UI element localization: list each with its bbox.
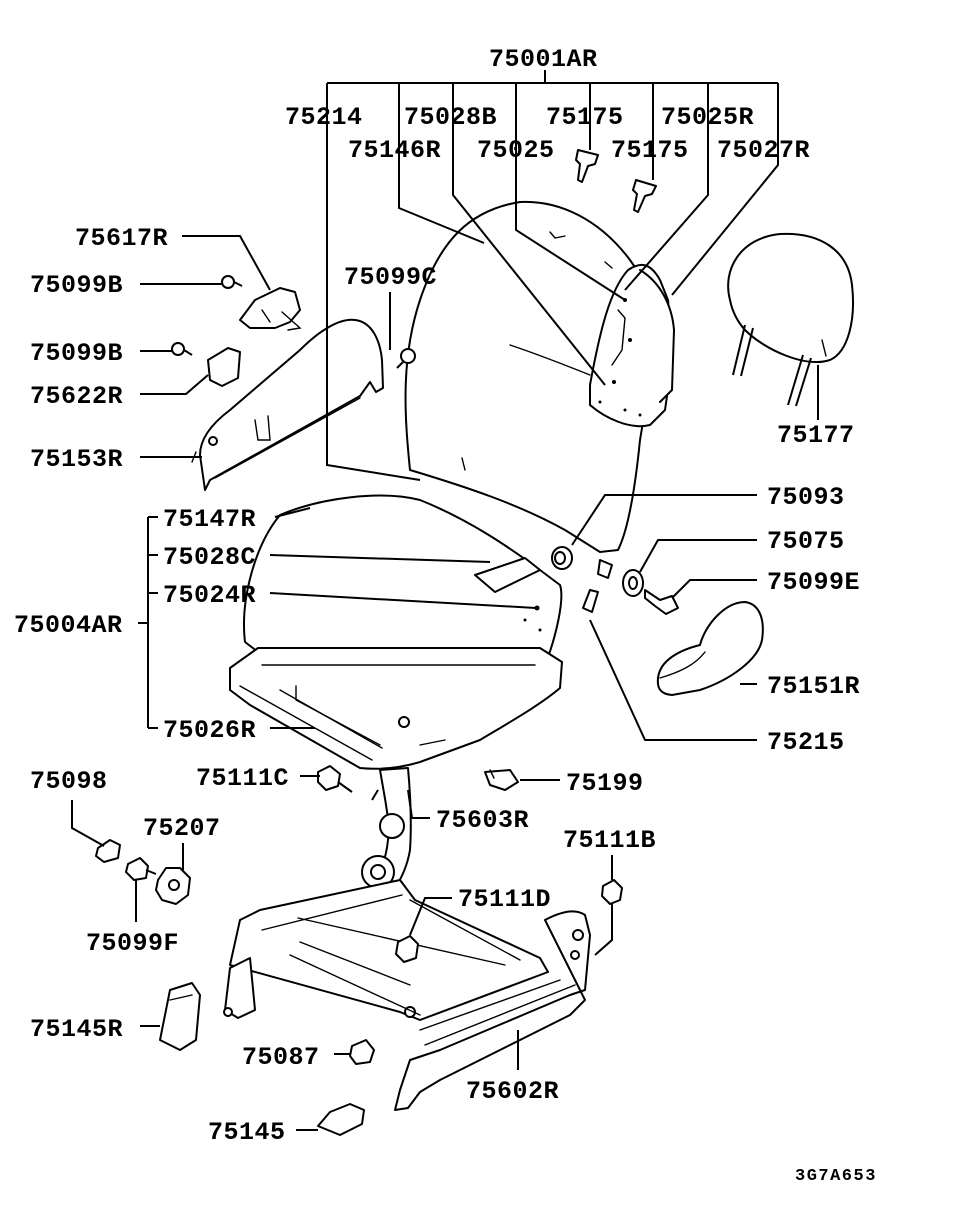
label-75177: 75177 xyxy=(777,421,855,450)
bolt-75099B-b xyxy=(171,342,193,356)
label-75207: 75207 xyxy=(143,814,221,843)
label-75099E: 75099E xyxy=(767,568,860,597)
knob-75617R xyxy=(239,287,302,331)
cover-75145R xyxy=(159,982,201,1051)
label-75027R: 75027R xyxy=(717,136,810,165)
recliner-cover-75153R xyxy=(191,318,384,491)
label-75028C: 75028C xyxy=(163,543,256,572)
label-75075: 75075 xyxy=(767,527,845,556)
label-75214: 75214 xyxy=(285,103,363,132)
pin-75215 xyxy=(582,589,599,613)
bolt-75111B xyxy=(601,879,623,916)
gear-75207 xyxy=(155,867,191,905)
screw-75099C xyxy=(396,348,416,369)
label-75602R: 75602R xyxy=(466,1077,559,1106)
label-75147R: 75147R xyxy=(163,505,256,534)
label-75001AR: 75001AR xyxy=(489,45,598,74)
assembly-bracket-75001AR xyxy=(326,70,779,130)
bushing-75093 xyxy=(551,546,613,579)
label-75175-a: 75175 xyxy=(546,103,624,132)
label-75603R: 75603R xyxy=(436,806,529,835)
label-75199: 75199 xyxy=(566,769,644,798)
bolt-75111D xyxy=(395,935,419,963)
bolt-75099E xyxy=(644,589,679,615)
label-75146R: 75146R xyxy=(348,136,441,165)
label-75153R: 75153R xyxy=(30,445,123,474)
label-75004AR: 75004AR xyxy=(14,611,123,640)
label-75145R: 75145R xyxy=(30,1015,123,1044)
seat-back-cover xyxy=(404,200,660,553)
part-labels: 75001AR 75214 75028B 75175 75025R 75146R… xyxy=(14,45,877,1186)
label-75145: 75145 xyxy=(208,1118,286,1147)
label-75099C: 75099C xyxy=(344,263,437,292)
bolt-75099F xyxy=(125,857,157,881)
leader-lines xyxy=(71,98,819,1131)
label-75099F: 75099F xyxy=(86,929,179,958)
label-75099B-a: 75099B xyxy=(30,271,123,300)
cover-75145 xyxy=(317,1103,365,1136)
bolt-75099B-a xyxy=(221,275,243,289)
diagram-code: 3G7A653 xyxy=(795,1167,877,1186)
clip-75175-a xyxy=(575,149,599,183)
washer-75075 xyxy=(622,569,644,597)
label-75175-b: 75175 xyxy=(611,136,689,165)
cover-75622R xyxy=(207,347,241,387)
label-75111B: 75111B xyxy=(563,826,656,855)
clip-75199 xyxy=(484,769,519,791)
headrest-75177 xyxy=(727,232,854,407)
label-75617R: 75617R xyxy=(75,224,168,253)
bolt-75111C xyxy=(317,765,353,793)
label-75111C: 75111C xyxy=(196,764,289,793)
label-75111D: 75111D xyxy=(458,885,551,914)
label-75087: 75087 xyxy=(242,1043,320,1072)
clip-75087 xyxy=(349,1039,375,1065)
label-75151R: 75151R xyxy=(767,672,860,701)
label-75026R: 75026R xyxy=(163,716,256,745)
label-75215: 75215 xyxy=(767,728,845,757)
recliner-cover-75151R xyxy=(656,601,764,696)
label-75098: 75098 xyxy=(30,767,108,796)
label-75025: 75025 xyxy=(477,136,555,165)
label-75025R: 75025R xyxy=(661,103,754,132)
clip-75175-b xyxy=(632,179,657,213)
label-75622R: 75622R xyxy=(30,382,123,411)
label-75024R: 75024R xyxy=(163,581,256,610)
label-75099B-b: 75099B xyxy=(30,339,123,368)
seat-pan-75026R xyxy=(229,647,563,770)
label-75093: 75093 xyxy=(767,483,845,512)
label-75028B: 75028B xyxy=(404,103,497,132)
seat-track-75602R xyxy=(223,879,591,1111)
